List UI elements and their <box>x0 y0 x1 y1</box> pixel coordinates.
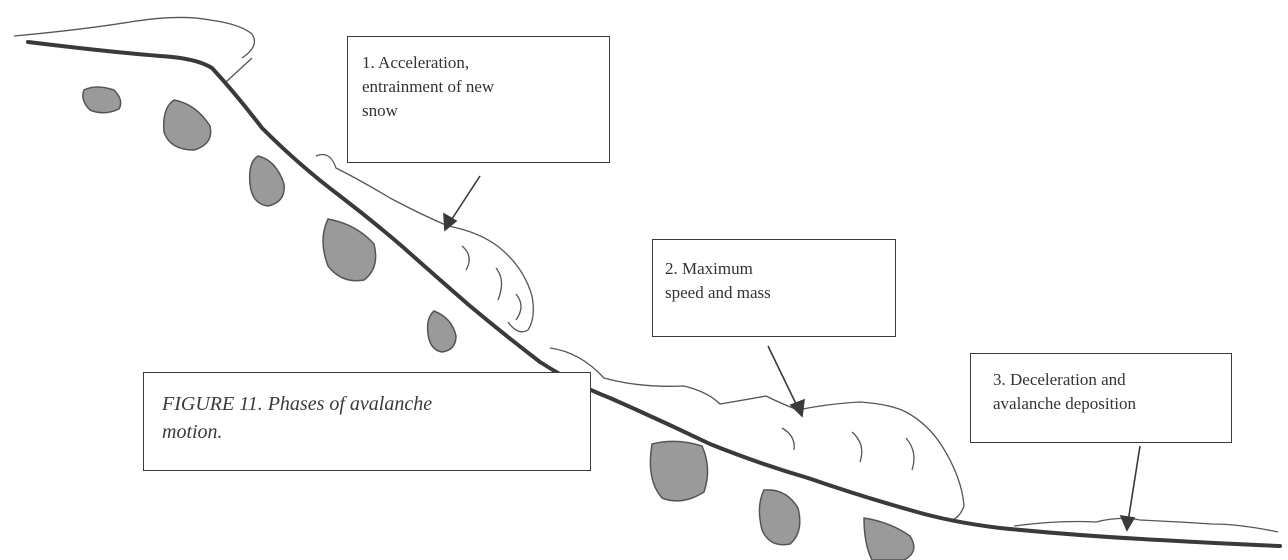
phase1-label: 1. Acceleration, entrainment of new snow <box>362 53 494 120</box>
curl <box>462 246 469 270</box>
figure-caption: FIGURE 11. Phases of avalanche motion. <box>162 393 432 443</box>
curl <box>516 294 521 320</box>
arrow-phase2-head <box>791 400 804 416</box>
phase3-label: 3. Deceleration and avalanche deposition <box>993 370 1136 413</box>
phase2-label: 2. Maximum speed and mass <box>665 259 771 302</box>
arrow-phase1-line <box>450 176 480 222</box>
curl <box>906 438 914 470</box>
arrow-phase3-head <box>1121 516 1134 530</box>
curl <box>496 268 502 300</box>
rock <box>164 100 211 150</box>
rock <box>864 518 914 560</box>
phase1-label-box: 1. Acceleration, entrainment of new snow <box>347 36 610 163</box>
rock <box>759 490 799 545</box>
rock <box>250 156 285 206</box>
rock <box>650 441 707 500</box>
avalanche-body-2 <box>550 348 964 520</box>
phase2-label-box: 2. Maximum speed and mass <box>652 239 896 337</box>
curl <box>852 432 862 462</box>
deposition-outline <box>1014 518 1278 532</box>
snow-cornice-tick <box>226 58 252 82</box>
rock <box>323 219 376 281</box>
phase3-label-box: 3. Deceleration and avalanche deposition <box>970 353 1232 443</box>
rock <box>83 87 121 113</box>
arrow-phase3-line <box>1128 446 1140 522</box>
figure-caption-box: FIGURE 11. Phases of avalanche motion. <box>143 372 591 471</box>
rock <box>428 311 456 352</box>
curl <box>782 428 794 450</box>
